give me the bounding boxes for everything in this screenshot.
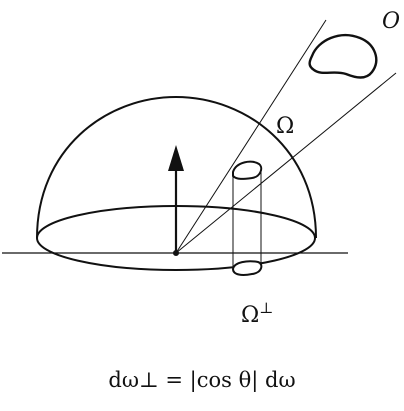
- center-point: [173, 250, 179, 256]
- object-blob: [308, 33, 378, 79]
- hemisphere-dome: [36, 95, 317, 239]
- perp-superscript: ⊥: [259, 299, 273, 317]
- solid-angle-label: Ω: [276, 114, 294, 139]
- projected-angle-symbol: Ω: [241, 303, 259, 328]
- projected-patch: [231, 260, 263, 276]
- projected-angle-label: Ω⊥: [241, 299, 273, 328]
- cone-line-upper: [175, 19, 327, 254]
- normal-arrow-head: [168, 145, 184, 171]
- object-label: O: [382, 9, 400, 34]
- solid-angle-patch: [232, 160, 263, 180]
- solid-angle-formula: dω⊥ = |cos θ| dω: [108, 368, 296, 392]
- cone-line-lower: [175, 72, 397, 254]
